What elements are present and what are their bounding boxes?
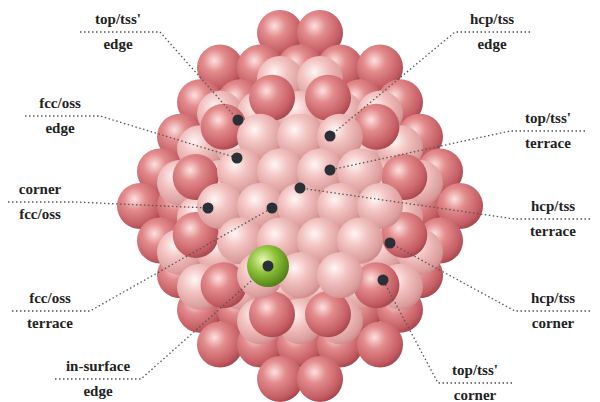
leader-line — [12, 208, 272, 311]
metal-atom — [317, 252, 363, 298]
site-dot — [378, 275, 389, 286]
site-label: edge — [83, 384, 112, 399]
metal-atom — [357, 321, 403, 367]
metal-atom — [305, 75, 351, 121]
leader-line — [55, 266, 268, 379]
site-label: terrace — [27, 316, 73, 331]
metal-atom — [249, 291, 295, 337]
metal-atom — [257, 356, 303, 402]
site-label: terrace — [525, 136, 571, 151]
leader-line — [330, 131, 585, 170]
site-dot — [263, 261, 274, 272]
site-label: fcc/oss — [39, 96, 81, 111]
site-label: fcc/oss — [19, 207, 61, 222]
site-dot — [267, 203, 278, 214]
site-label: hcp/tss — [470, 12, 514, 27]
site-dot — [232, 153, 243, 164]
site-label: edge — [477, 37, 506, 52]
leader-line — [383, 280, 512, 383]
metal-atom — [249, 75, 295, 121]
site-label: edge — [45, 121, 74, 136]
site-label: hcp/tss — [531, 291, 575, 306]
site-label: in-surface — [66, 359, 130, 374]
site-dot — [325, 131, 336, 142]
site-label: top/tss' — [452, 363, 498, 378]
leader-line — [300, 188, 590, 219]
leader-line — [25, 116, 237, 158]
adsorbate-atom — [247, 245, 289, 287]
site-dot — [203, 203, 214, 214]
site-label: top/tss' — [95, 12, 141, 27]
metal-atom — [297, 356, 343, 402]
leader-line — [330, 32, 530, 136]
leader-line — [80, 32, 238, 120]
metal-atom — [317, 252, 363, 298]
site-label: terrace — [530, 224, 576, 239]
site-dot — [385, 238, 396, 249]
leader-line — [390, 243, 590, 311]
site-label: hcp/tss — [531, 199, 575, 214]
site-label: corner — [19, 182, 61, 197]
site-dot — [325, 165, 336, 176]
metal-atom — [305, 291, 351, 337]
site-dot — [295, 183, 306, 194]
site-label: corner — [532, 316, 574, 331]
site-label: top/tss' — [525, 111, 571, 126]
site-label: corner — [454, 388, 496, 402]
site-dot — [233, 115, 244, 126]
site-label: edge — [103, 37, 132, 52]
site-label: fcc/oss — [29, 291, 71, 306]
metal-atom — [197, 321, 243, 367]
